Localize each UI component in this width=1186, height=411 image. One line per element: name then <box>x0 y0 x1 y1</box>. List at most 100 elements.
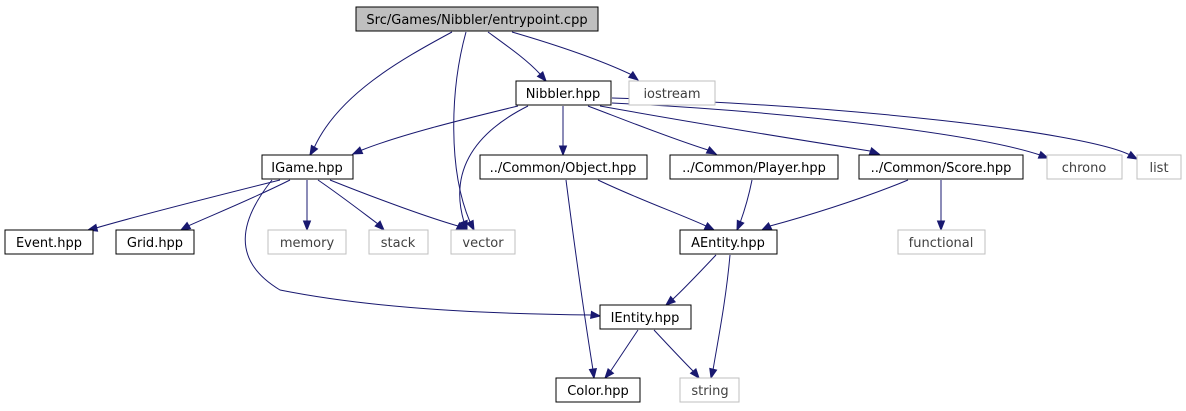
edge-line <box>309 31 453 156</box>
edge-ientity-to-string <box>653 329 700 380</box>
node-aentity-hpp[interactable]: AEntity.hpp <box>679 229 778 255</box>
node-entrypoint-label: Src/Games/Nibbler/entrypoint.cpp <box>366 13 587 28</box>
edge-arrowhead <box>590 310 602 320</box>
node-score-label: ../Common/Score.hpp <box>871 161 1012 176</box>
edge-igame-to-memory <box>302 180 312 232</box>
edge-line <box>665 254 717 306</box>
edge-line <box>317 179 385 231</box>
edge-nibbler-to-object <box>558 106 568 157</box>
node-aentity-label: AEntity.hpp <box>691 236 765 251</box>
edge-object-to-color <box>565 179 598 380</box>
node-player-hpp[interactable]: ../Common/Player.hpp <box>669 154 839 180</box>
edge-line <box>611 102 1049 159</box>
node-nibbler-hpp[interactable]: Nibbler.hpp <box>515 80 612 106</box>
edge-arrowhead <box>736 219 745 232</box>
edge-arrowhead <box>604 367 615 380</box>
edge-arrowhead <box>664 295 677 306</box>
node-grid-hpp[interactable]: Grid.hpp <box>115 229 195 255</box>
edge-line <box>244 179 601 317</box>
edge-arrowhead <box>868 146 881 156</box>
edge-line <box>587 105 717 155</box>
node-vector-label: vector <box>462 236 504 251</box>
edge-igame-to-ientity <box>244 179 602 320</box>
edge-arrowhead <box>1126 150 1139 160</box>
edge-line <box>87 179 281 231</box>
edge-line <box>180 179 291 231</box>
edge-entrypoint-to-nibbler <box>487 31 547 83</box>
node-event-label: Event.hpp <box>16 236 82 251</box>
node-memory[interactable]: memory <box>267 229 347 255</box>
node-memory-label: memory <box>280 236 335 251</box>
edge-nibbler-to-igame <box>351 105 519 155</box>
node-functional[interactable]: functional <box>897 229 986 255</box>
edge-entrypoint-to-vector <box>453 31 475 232</box>
node-list[interactable]: list <box>1136 154 1182 180</box>
edge-arrowhead <box>703 221 716 231</box>
node-nibbler-label: Nibbler.hpp <box>526 87 600 102</box>
node-grid-label: Grid.hpp <box>127 236 183 251</box>
node-string[interactable]: string <box>679 377 740 403</box>
edge-line <box>597 179 715 231</box>
node-entrypoint-cpp[interactable]: Src/Games/Nibbler/entrypoint.cpp <box>355 6 599 32</box>
edge-line <box>565 179 595 379</box>
edge-arrowhead <box>374 220 385 231</box>
edge-line <box>653 329 700 379</box>
edge-arrowhead <box>1037 150 1050 159</box>
edge-nibbler-to-vector <box>459 105 529 232</box>
edge-arrowhead <box>936 220 946 232</box>
edge-line <box>453 31 475 231</box>
edge-arrowhead <box>309 144 319 157</box>
edge-arrowhead <box>179 221 192 231</box>
node-chrono[interactable]: chrono <box>1046 154 1123 180</box>
node-player-label: ../Common/Player.hpp <box>682 161 826 176</box>
edge-line <box>329 179 467 231</box>
edge-arrowhead <box>709 367 718 380</box>
edge-arrowhead <box>705 145 718 155</box>
edge-line <box>761 179 909 231</box>
node-color-hpp[interactable]: Color.hpp <box>555 377 641 403</box>
edge-arrowhead <box>627 70 640 81</box>
edge-arrowhead <box>459 219 468 232</box>
node-chrono-label: chrono <box>1062 161 1107 176</box>
node-string-label: string <box>691 384 728 399</box>
edge-igame-to-stack <box>317 179 385 231</box>
edge-aentity-to-string <box>709 254 731 380</box>
edge-arrowhead <box>588 368 598 380</box>
edge-ientity-to-color <box>604 329 639 380</box>
edge-arrowhead <box>536 71 547 83</box>
edge-igame-to-event <box>86 179 281 232</box>
node-igame-hpp[interactable]: IGame.hpp <box>261 154 354 180</box>
node-object-hpp[interactable]: ../Common/Object.hpp <box>479 154 648 180</box>
node-stack[interactable]: stack <box>368 229 429 255</box>
edge-nibbler-to-chrono <box>611 102 1050 159</box>
edge-score-to-functional <box>936 180 946 232</box>
edge-arrowhead <box>558 145 568 157</box>
node-functional-label: functional <box>909 236 974 251</box>
edge-line <box>599 105 880 155</box>
node-vector[interactable]: vector <box>450 229 516 255</box>
edge-nibbler-to-score <box>599 105 881 156</box>
node-iostream[interactable]: iostream <box>628 80 716 106</box>
node-ientity-hpp[interactable]: IEntity.hpp <box>599 304 692 330</box>
node-ientity-label: IEntity.hpp <box>611 311 680 326</box>
edge-arrowhead <box>465 219 475 232</box>
dependency-edges <box>86 31 1139 380</box>
edge-line <box>710 254 731 379</box>
edge-line <box>352 105 519 155</box>
edge-score-to-aentity <box>760 179 909 231</box>
node-igame-label: IGame.hpp <box>271 161 342 176</box>
edge-arrowhead <box>760 221 773 231</box>
edge-entrypoint-to-iostream <box>511 31 640 81</box>
node-iostream-label: iostream <box>643 87 700 102</box>
node-event-hpp[interactable]: Event.hpp <box>4 229 94 255</box>
node-list-label: list <box>1149 161 1168 176</box>
edge-aentity-to-ientity <box>664 254 717 306</box>
edge-arrowhead <box>351 146 364 155</box>
edge-entrypoint-to-igame <box>309 31 453 157</box>
edge-arrowhead <box>689 367 700 380</box>
node-color-label: Color.hpp <box>567 384 629 399</box>
edge-igame-to-grid <box>179 179 291 231</box>
node-score-hpp[interactable]: ../Common/Score.hpp <box>858 154 1024 180</box>
edge-object-to-aentity <box>597 179 716 231</box>
